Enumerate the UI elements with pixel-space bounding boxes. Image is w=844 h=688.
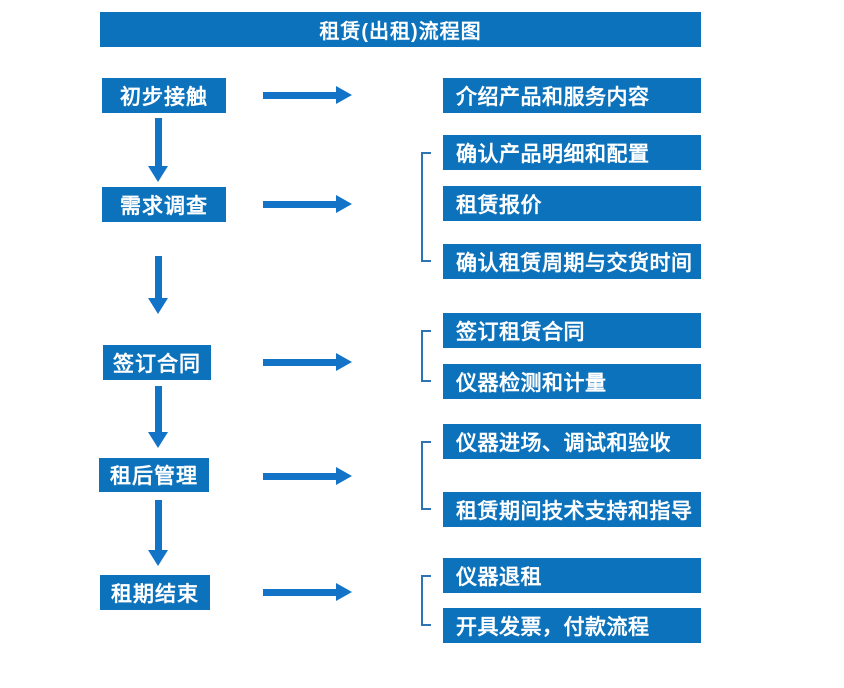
stage-label: 租期结束 [111, 582, 199, 606]
arrow-shaft [155, 256, 162, 298]
group-bracket-demand-survey [421, 152, 431, 262]
arrow-head [148, 550, 168, 566]
detail-label: 开具发票，付款流程 [456, 615, 650, 639]
arrow-head [336, 195, 352, 213]
detail-box-technical-support: 租赁期间技术支持和指导 [443, 492, 701, 527]
arrow-right-icon [263, 195, 352, 213]
detail-box-confirm-rental-period: 确认租赁周期与交货时间 [443, 244, 701, 279]
arrow-down-icon [148, 256, 169, 314]
arrow-down-icon [148, 386, 169, 448]
detail-label: 仪器进场、调试和验收 [456, 431, 671, 455]
arrow-shaft [263, 589, 337, 596]
detail-label: 签订租赁合同 [456, 320, 585, 344]
arrow-shaft [155, 118, 162, 166]
stage-label: 需求调查 [120, 194, 208, 218]
arrow-right-icon [263, 583, 352, 601]
arrow-head [336, 467, 352, 485]
detail-box-rental-quote: 租赁报价 [443, 186, 701, 221]
arrow-shaft [263, 473, 337, 480]
flowchart-title-text: 租赁(出租)流程图 [319, 21, 482, 43]
group-bracket-post-rental [421, 441, 431, 510]
stage-label: 初步接触 [120, 85, 208, 109]
detail-label: 介绍产品和服务内容 [456, 85, 650, 109]
flowchart-title-bar: 租赁(出租)流程图 [100, 12, 701, 47]
arrow-shaft [263, 201, 337, 208]
arrow-shaft [155, 386, 162, 432]
detail-box-instrument-return: 仪器退租 [443, 558, 701, 593]
arrow-head [336, 86, 352, 104]
stage-box-demand-survey: 需求调查 [102, 187, 226, 222]
detail-box-confirm-product-details: 确认产品明细和配置 [443, 135, 701, 170]
arrow-right-icon [263, 467, 352, 485]
arrow-right-icon [263, 353, 352, 371]
arrow-shaft [155, 500, 162, 550]
detail-label: 租赁期间技术支持和指导 [456, 499, 693, 523]
detail-label: 确认租赁周期与交货时间 [456, 251, 693, 275]
detail-box-sign-rental-contract: 签订租赁合同 [443, 313, 701, 348]
detail-label: 租赁报价 [456, 193, 542, 217]
stage-label: 租后管理 [110, 465, 198, 488]
arrow-shaft [263, 359, 337, 366]
arrow-head [336, 583, 352, 601]
arrow-head [148, 298, 168, 314]
arrow-head [148, 166, 168, 182]
arrow-down-icon [148, 118, 169, 182]
detail-label: 仪器检测和计量 [456, 371, 607, 395]
stage-box-initial-contact: 初步接触 [102, 78, 226, 113]
group-bracket-rental-end [421, 575, 431, 626]
arrow-right-icon [263, 86, 352, 104]
stage-box-rental-end: 租期结束 [100, 575, 210, 610]
detail-box-invoice-payment: 开具发票，付款流程 [443, 608, 701, 643]
arrow-shaft [263, 92, 337, 99]
arrow-head [336, 353, 352, 371]
detail-box-instrument-testing: 仪器检测和计量 [443, 364, 701, 399]
arrow-down-icon [148, 500, 169, 566]
detail-box-instrument-setup-acceptance: 仪器进场、调试和验收 [443, 424, 701, 459]
stage-box-post-rental-management: 租后管理 [99, 458, 209, 492]
arrow-head [148, 432, 168, 448]
detail-box-introduce-products: 介绍产品和服务内容 [443, 78, 701, 113]
detail-label: 确认产品明细和配置 [456, 142, 650, 166]
stage-label: 签订合同 [113, 352, 201, 376]
detail-label: 仪器退租 [456, 565, 542, 589]
group-bracket-sign-contract [421, 330, 431, 382]
stage-box-sign-contract: 签订合同 [103, 345, 211, 380]
